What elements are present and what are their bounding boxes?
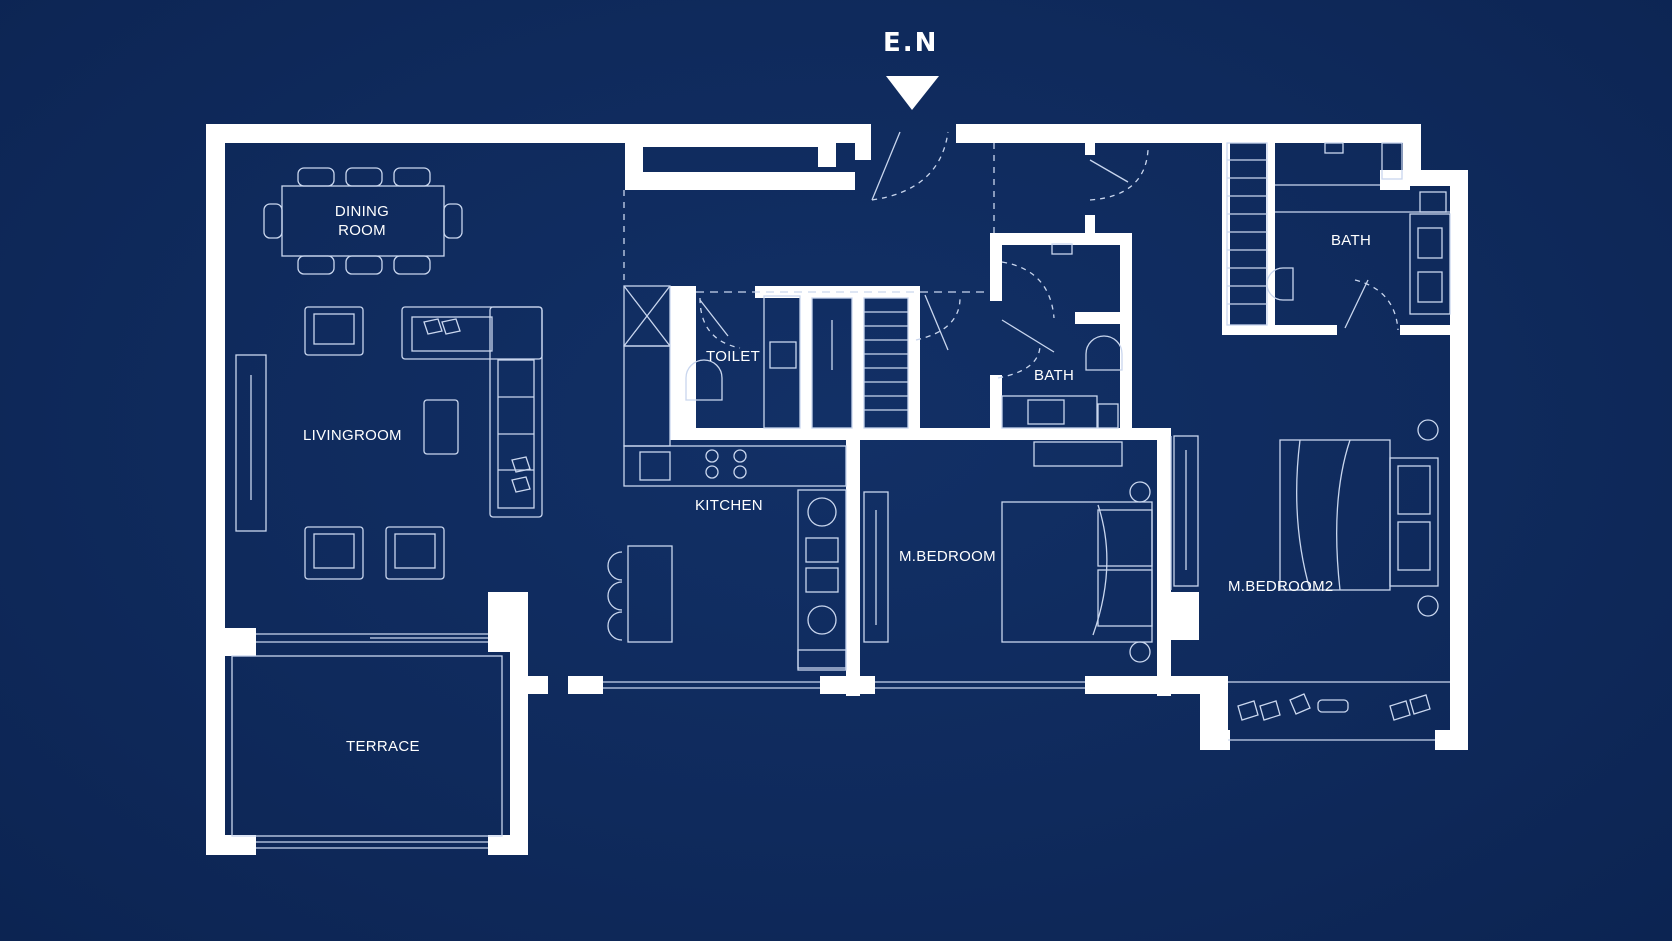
compass-arrow-icon	[886, 76, 939, 110]
kitchen-label: KITCHEN	[695, 497, 763, 514]
dining-room-label: DINING ROOM	[334, 202, 390, 240]
walls	[206, 124, 1468, 855]
living-room-label: LIVINGROOM	[303, 427, 402, 444]
terrace-label: TERRACE	[346, 738, 420, 755]
dining-label-line2: ROOM	[338, 222, 386, 239]
toilet-label: TOILET	[706, 348, 761, 365]
compass-label: E.N	[883, 28, 939, 58]
bath-center-label: BATH	[1034, 367, 1075, 384]
bath-right-label: BATH	[1331, 232, 1372, 249]
master-bedroom-label: M.BEDROOM	[899, 548, 996, 565]
master-bedroom-2-label: M.BEDROOM2	[1228, 578, 1334, 595]
dining-label-line1: DINING	[334, 203, 390, 220]
fixtures	[231, 131, 1451, 849]
